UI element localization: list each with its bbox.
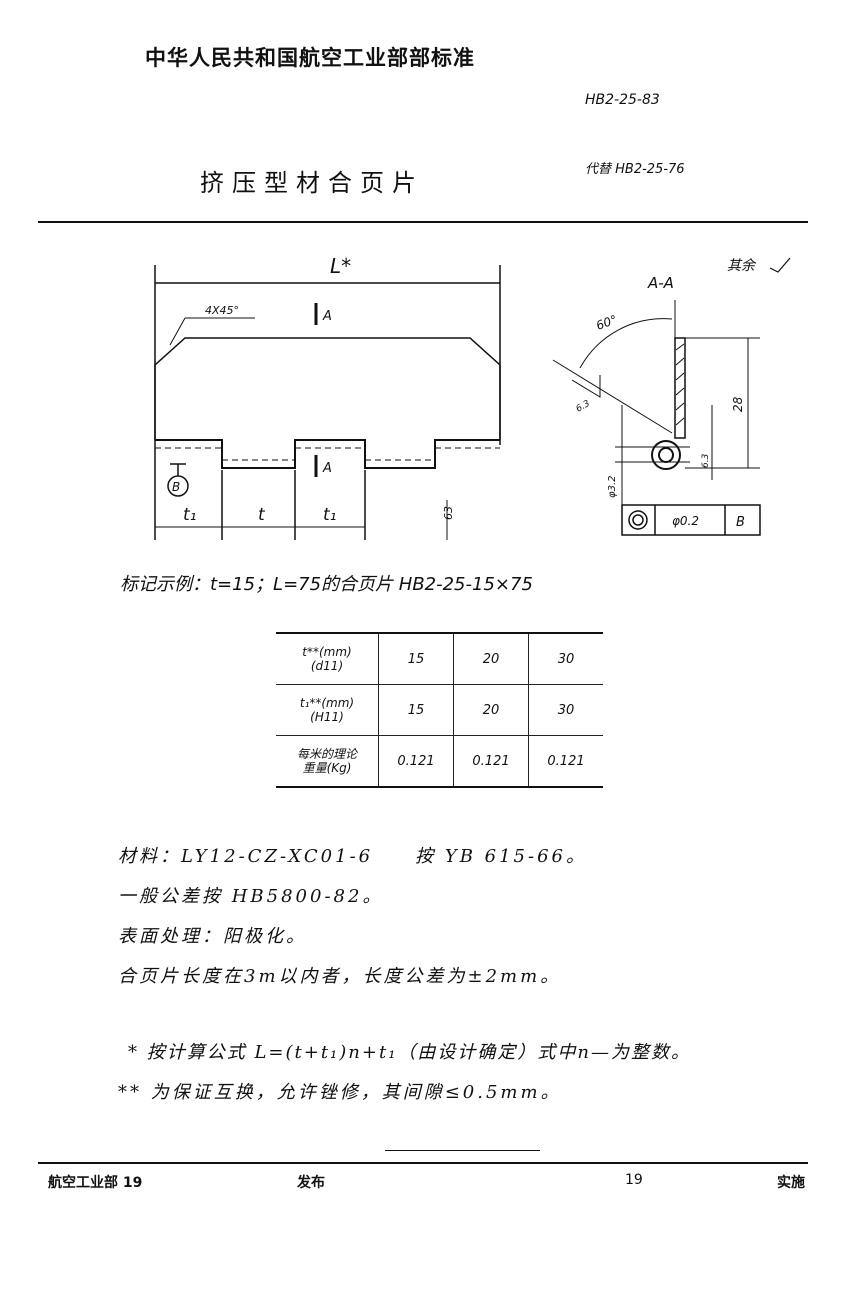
header-line: t**(mm) — [302, 645, 352, 659]
angle-label: 60° — [594, 312, 619, 332]
roughness-right: 6.3 — [575, 399, 593, 415]
table-cell: 30 — [528, 632, 603, 685]
short-divider — [385, 1150, 540, 1151]
dim-t1-left: t₁ — [183, 505, 196, 525]
header-line: (d11) — [310, 659, 344, 673]
section-title: A-A — [647, 274, 674, 292]
table-row: t**(mm)(d11) 15 20 30 — [276, 632, 603, 685]
diameter-label: φ3.2 — [607, 476, 618, 499]
document-title: 挤压型材合页片 — [200, 169, 424, 197]
section-marker-bottom: A — [322, 461, 332, 476]
table-cell: 0.121 — [528, 735, 603, 788]
header-line: t₁**(mm) — [299, 696, 355, 710]
note-formula: * 按计算公式 L=(t+t₁)n+t₁（由设计确定）式中n—为整数。 — [128, 1042, 692, 1063]
technical-drawing: L* 4X45° A A B t₁ t t₁ 63 A-A 其余 60° 6.3… — [154, 254, 791, 540]
header-line: (H11) — [310, 710, 344, 724]
row-header: t**(mm)(d11) — [276, 632, 379, 685]
standard-code: HB2-25-83 — [585, 92, 660, 108]
tolerance-value: φ0.2 — [672, 514, 699, 528]
table-cell: 0.121 — [453, 735, 529, 788]
footer-issued: 发布 — [297, 1175, 325, 1191]
other-surfaces-label: 其余 — [727, 258, 757, 274]
roughness-left: 63 — [442, 506, 455, 520]
front-view — [154, 265, 501, 540]
footer-rule — [38, 1162, 808, 1164]
note-material: 材料：LY12-CZ-XC01-6 按 YB 615-66。 — [118, 846, 587, 867]
table-cell: 15 — [378, 632, 454, 685]
note-surface: 表面处理：阳极化。 — [118, 926, 307, 947]
section-view — [552, 257, 791, 536]
table-row: 每米的理论重量(Kg) 0.121 0.121 0.121 — [276, 735, 603, 788]
header-rule — [38, 221, 808, 223]
section-marker-top: A — [322, 309, 332, 324]
table-row: t₁**(mm)(H11) 15 20 30 — [276, 684, 603, 736]
header-line: 每米的理论 — [296, 747, 357, 761]
dimension-table: t**(mm)(d11) 15 20 30 t₁**(mm)(H11) 15 2… — [276, 632, 603, 788]
tolerance-datum: B — [736, 515, 745, 530]
table-cell: 20 — [453, 632, 529, 685]
note-length: 合页片长度在3m以内者，长度公差为±2mm。 — [118, 966, 562, 987]
footer-effective: 实施 — [777, 1175, 805, 1191]
dim-t1-right: t₁ — [323, 505, 336, 525]
height-label: 28 — [731, 396, 745, 412]
row-header: t₁**(mm)(H11) — [276, 684, 379, 736]
note-tolerance: 一般公差按 HB5800-82。 — [118, 886, 384, 907]
replaces-code: 代替 HB2-25-76 — [585, 162, 685, 177]
table-cell: 30 — [528, 684, 603, 736]
dim-t: t — [258, 505, 266, 525]
table-cell: 20 — [453, 684, 529, 736]
organization-header: 中华人民共和国航空工业部部标准 — [145, 46, 475, 70]
table-cell: 15 — [378, 684, 454, 736]
row-header: 每米的理论重量(Kg) — [276, 735, 379, 788]
datum-label: B — [172, 480, 180, 494]
header-line: 重量(Kg) — [302, 761, 352, 775]
length-label: L* — [330, 254, 351, 278]
chamfer-label: 4X45° — [205, 304, 239, 317]
hole-dim-label: 6.3 — [701, 453, 711, 468]
note-clearance: ** 为保证互换，允许锉修，其间隙≤0.5mm。 — [118, 1082, 562, 1103]
footer-year: 19 — [625, 1172, 643, 1188]
marking-example: 标记示例：t=15；L=75的合页片 HB2-25-15×75 — [120, 574, 533, 595]
table-cell: 0.121 — [378, 735, 454, 788]
footer-issuer: 航空工业部 19 — [48, 1175, 143, 1191]
